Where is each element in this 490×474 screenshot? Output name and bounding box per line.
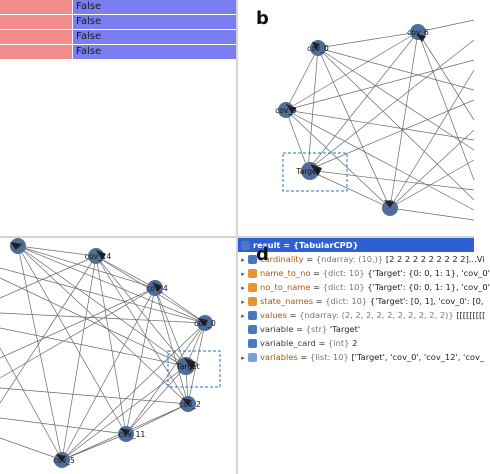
panel-c-graph: cov_14 cov_4 cov_0 Target cov_2 [0, 238, 236, 474]
variable-row-state-names[interactable]: ▸state_names = {dict: 10} {'Target': [0,… [238, 294, 484, 308]
expand-arrow-icon[interactable]: ▸ [241, 298, 245, 306]
selection-box[interactable] [167, 350, 221, 388]
graph-node-cov-5[interactable]: cov_5 [53, 452, 75, 468]
node-label: Target [175, 362, 199, 371]
variable-tree-header[interactable]: result = {TabularCPD} [238, 238, 474, 252]
graph-node-cov-6[interactable]: cov_6 [407, 24, 429, 42]
variable-row-variable[interactable]: variable = {str} 'Target' [238, 322, 474, 336]
table-cell-index [0, 0, 72, 14]
variable-row-name-to-no[interactable]: ▸name_to_no = {dict: 10} {'Target': {0: … [238, 266, 490, 280]
node-label: cov_9 [275, 106, 297, 115]
panel-b-graph: cov_0 cov_6 cov_9 Target [238, 0, 475, 236]
panel-a-table: False False False False [0, 0, 236, 236]
list-icon [248, 353, 257, 362]
table-cell-value: False [72, 0, 236, 14]
object-icon [241, 241, 250, 250]
variable-row-variable-card[interactable]: variable_card = {int} 2 [238, 336, 474, 350]
table-cell-value: False [72, 30, 236, 44]
graph-node-cov-4[interactable]: cov_4 [146, 280, 168, 296]
expand-arrow-icon[interactable]: ▸ [241, 256, 245, 264]
table-row[interactable]: False [0, 0, 236, 14]
graph-node-cov-2[interactable]: cov_2 [179, 396, 201, 412]
panel-divider-horizontal [0, 236, 474, 238]
dict-icon [248, 269, 257, 278]
dict-icon [248, 283, 257, 292]
expand-arrow-icon[interactable]: ▸ [241, 354, 245, 362]
node-label: cov_0 [307, 44, 329, 53]
selection-box[interactable] [282, 152, 348, 192]
graph-node-target[interactable]: Target [175, 357, 200, 375]
node-label: cov_5 [53, 456, 75, 465]
graph-c-edges [0, 245, 206, 461]
expand-arrow-icon[interactable]: ▸ [241, 284, 245, 292]
graph-node-cov-14[interactable]: cov_14 [85, 248, 112, 264]
header-label: result = {TabularCPD} [253, 240, 359, 250]
graph-b-edges [285, 19, 475, 221]
panel-d-debugger: result = {TabularCPD} ▸cardinality = {nd… [238, 238, 490, 474]
node-label: cov_6 [407, 28, 429, 37]
graph-node-cov-11[interactable]: cov_11 [118, 426, 145, 442]
expand-arrow-icon[interactable]: ▸ [241, 270, 245, 278]
table-cell-index [0, 45, 72, 59]
node-label: Target [295, 167, 319, 176]
variable-row-variables[interactable]: ▸variables = {list: 10} ['Target', 'cov_… [238, 350, 484, 364]
graph-c-canvas: cov_14 cov_4 cov_0 Target cov_2 [0, 238, 221, 468]
table-row[interactable]: False [0, 45, 236, 59]
table-row[interactable]: False [0, 15, 236, 29]
graph-node-cov-9[interactable]: cov_9 [275, 102, 297, 118]
table-cell-value: False [72, 45, 236, 59]
graph-node-cov-0[interactable]: cov_0 [194, 315, 216, 331]
variable-row-no-to-name[interactable]: ▸no_to_name = {dict: 10} {'Target': {0: … [238, 280, 490, 294]
graph-node-c-tl[interactable] [10, 238, 26, 254]
table-cell-value: False [72, 15, 236, 29]
graph-node-cov-4[interactable] [382, 200, 398, 216]
graph-b-canvas: cov_0 cov_6 cov_9 Target [275, 19, 475, 221]
node-label: cov_14 [85, 252, 112, 261]
node-label: cov_0 [194, 319, 216, 328]
graph-c-nodes: cov_14 cov_4 cov_0 Target cov_2 [10, 238, 216, 468]
table-cell-index [0, 15, 72, 29]
table-cell-index [0, 30, 72, 44]
array-icon [248, 255, 257, 264]
panel-letter-d: d [256, 244, 269, 265]
graph-node-cov-0[interactable]: cov_0 [307, 40, 329, 56]
dict-icon [248, 297, 257, 306]
expand-arrow-icon[interactable]: ▸ [241, 312, 245, 320]
table-row[interactable]: False [0, 30, 236, 44]
panel-letter-b: b [256, 8, 269, 29]
graph-b-nodes: cov_0 cov_6 cov_9 Target [275, 24, 429, 216]
str-icon [248, 325, 257, 334]
array-icon [248, 311, 257, 320]
node-label: cov_4 [146, 284, 168, 293]
node-label: cov_11 [119, 430, 146, 439]
node-label: cov_2 [179, 400, 201, 409]
graph-node-target[interactable]: Target [295, 162, 322, 180]
int-icon [248, 339, 257, 348]
variable-row-values[interactable]: ▸values = {ndarray: (2, 2, 2, 2, 2, 2, 2… [238, 308, 485, 322]
variable-row-cardinality[interactable]: ▸cardinality = {ndarray: (10,)} [2 2 2 2… [238, 252, 485, 266]
